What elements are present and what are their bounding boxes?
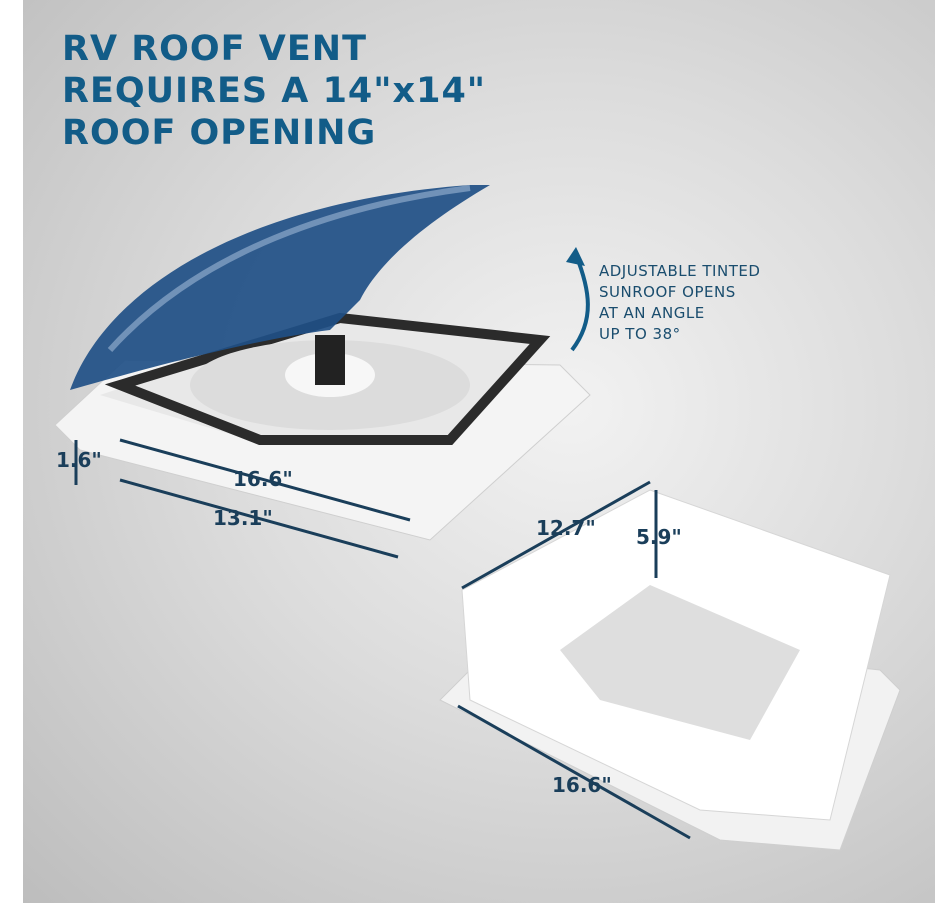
callout-line: UP TO 38° <box>599 325 681 343</box>
garnish-width-label: 12.7" <box>536 516 596 540</box>
headline-line: REQUIRES A 14"x14" <box>62 71 487 111</box>
tinted-sunroof-lid <box>70 185 490 390</box>
sunroof-callout: ADJUSTABLE TINTED SUNROOF OPENS AT AN AN… <box>599 261 760 345</box>
vent-outer-width-label: 16.6" <box>233 467 293 491</box>
headline: RV ROOF VENT REQUIRES A 14"x14" ROOF OPE… <box>62 28 486 154</box>
headline-line: ROOF OPENING <box>62 113 377 153</box>
garnish-height-label: 5.9" <box>636 525 682 549</box>
headline-line: RV ROOF VENT <box>62 29 367 69</box>
callout-line: SUNROOF OPENS <box>599 283 736 301</box>
callout-line: AT AN ANGLE <box>599 304 705 322</box>
garnish-flange-width-label: 16.6" <box>552 773 612 797</box>
dimension-lines <box>74 438 691 840</box>
callout-line: ADJUSTABLE TINTED <box>599 262 761 280</box>
roof-vent <box>54 185 591 541</box>
vent-inner-width-label: 13.1" <box>213 506 273 530</box>
curved-arrow-icon <box>570 254 590 352</box>
ceiling-garnish <box>439 489 901 851</box>
vent-height-label: 1.6" <box>56 448 102 472</box>
